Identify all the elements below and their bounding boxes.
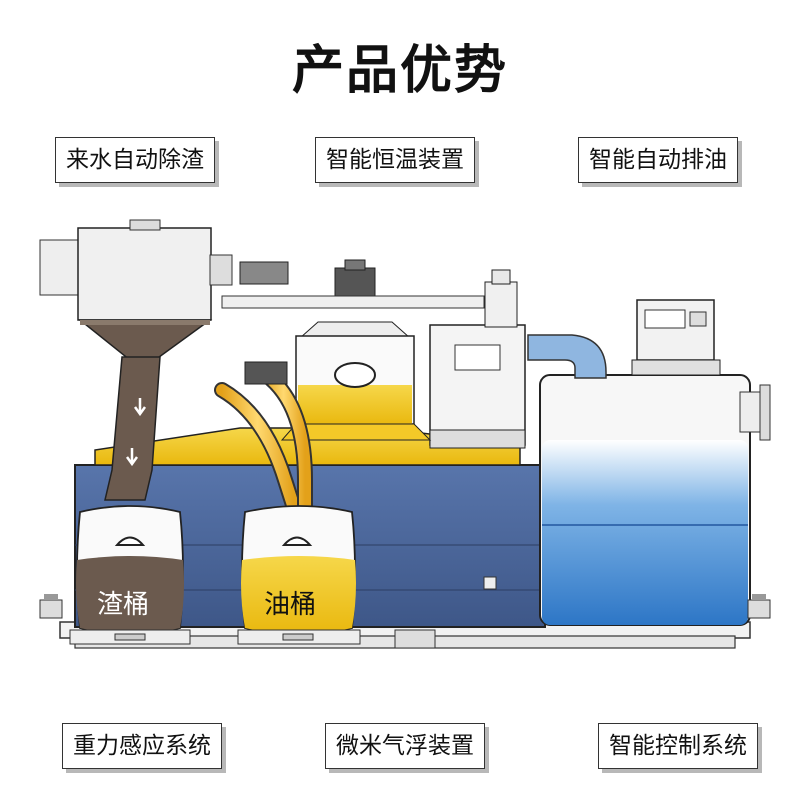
inlet-valve-left	[39, 594, 63, 619]
top-pipe	[221, 295, 485, 309]
oil-bin	[237, 505, 361, 645]
blue-elbow-pipe	[527, 334, 607, 379]
slag-hopper	[39, 219, 289, 361]
water-compartment	[539, 374, 771, 626]
slag-chute	[104, 356, 161, 501]
control-panel	[631, 299, 721, 376]
feature-auto-oil-drain: 智能自动排油	[578, 137, 738, 183]
feature-gravity-sensing: 重力感应系统	[62, 723, 222, 769]
slag-bin	[69, 505, 191, 645]
oil-pipe	[214, 361, 313, 513]
feature-auto-slag-removal: 来水自动除渣	[55, 137, 215, 183]
oil-bin-label: 油桶	[264, 590, 317, 620]
page-title: 产品优势	[291, 41, 508, 101]
outlet-valve-right	[747, 594, 771, 619]
heater-box	[429, 269, 526, 449]
slag-bin-label: 渣桶	[97, 590, 150, 620]
feature-micro-air-flotation: 微米气浮装置	[325, 723, 485, 769]
air-flotation-column	[280, 259, 432, 441]
feature-smart-control: 智能控制系统	[598, 723, 758, 769]
feature-smart-thermostat: 智能恒温装置	[315, 137, 475, 183]
